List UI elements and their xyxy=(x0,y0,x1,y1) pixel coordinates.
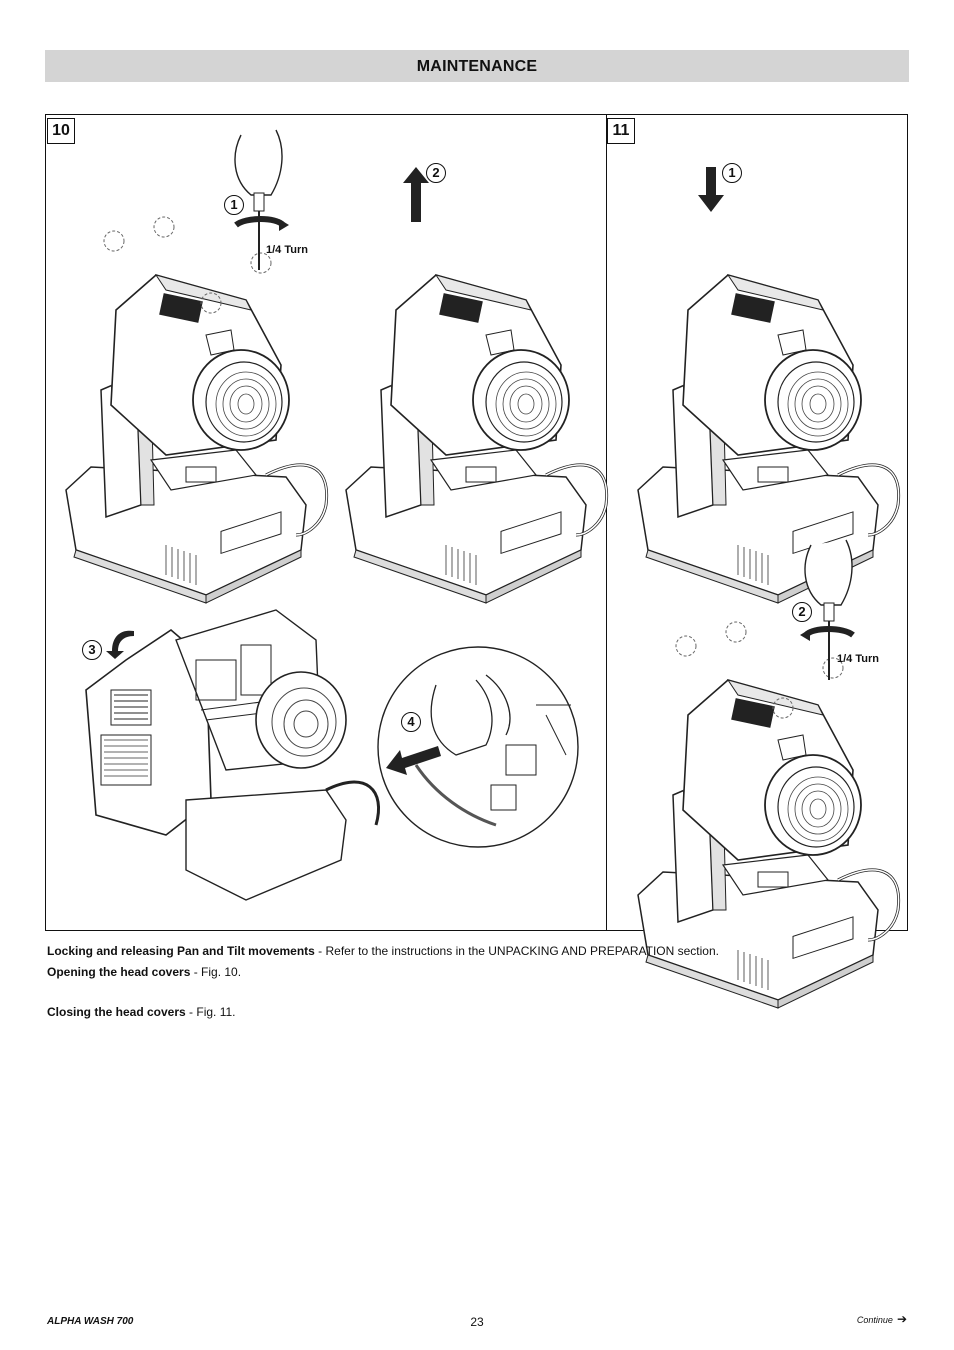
figure-10-number: 10 xyxy=(47,118,75,144)
step-badge-1: 1 xyxy=(224,195,244,215)
opening-covers-text: - Fig. 10. xyxy=(190,965,242,979)
fixture-illustration-10-2 xyxy=(344,273,609,605)
section-header: MAINTENANCE xyxy=(45,50,909,82)
opening-covers-heading: Opening the head covers xyxy=(47,965,191,979)
rotate-arrow-icon xyxy=(106,630,134,659)
step-badge-3: 3 xyxy=(82,640,102,660)
pan-tilt-heading: Locking and releasing Pan and Tilt movem… xyxy=(47,944,315,958)
opening-covers-instruction: Opening the head covers - Fig. 10. xyxy=(47,965,241,979)
footer-product-name: ALPHA WASH 700 xyxy=(47,1316,134,1327)
closing-covers-text: - Fig. 11. xyxy=(185,1005,236,1019)
pan-tilt-text: - Refer to the instructions in the UNPAC… xyxy=(314,944,719,958)
continue-label: Continue xyxy=(856,1315,893,1325)
press-arrow-icon xyxy=(698,167,724,212)
quarter-turn-label: 1/4 Turn xyxy=(837,653,879,665)
closing-covers-heading: Closing the head covers xyxy=(47,1005,186,1019)
closing-covers-instruction: Closing the head covers - Fig. 11. xyxy=(47,1005,236,1019)
figure-divider xyxy=(606,115,607,930)
lift-arrow-icon xyxy=(403,167,429,222)
pull-arrow-icon xyxy=(386,746,441,775)
hand-screwdriver-illustration xyxy=(800,539,855,680)
quarter-turn-label: 1/4 Turn xyxy=(266,244,308,256)
figure-11-number: 11 xyxy=(607,118,635,144)
hand-screwdriver-illustration xyxy=(234,129,289,270)
continue-link[interactable]: Continue➔ xyxy=(857,1312,907,1326)
connector-detail-illustration xyxy=(377,646,579,848)
step-badge-2: 2 xyxy=(426,163,446,183)
opened-head-illustration xyxy=(85,609,381,901)
fixture-illustration-10-1 xyxy=(64,216,329,605)
step-badge-2: 2 xyxy=(792,602,812,622)
section-title: MAINTENANCE xyxy=(416,58,538,75)
figure-panel: 10 11 xyxy=(45,114,908,1010)
page-number: 23 xyxy=(470,1315,484,1329)
fixture-illustration-11-2 xyxy=(636,621,901,1010)
arrow-right-icon: ➔ xyxy=(896,1312,907,1326)
step-badge-4: 4 xyxy=(401,712,421,732)
step-badge-1: 1 xyxy=(722,163,742,183)
pan-tilt-instruction: Locking and releasing Pan and Tilt movem… xyxy=(47,944,719,958)
